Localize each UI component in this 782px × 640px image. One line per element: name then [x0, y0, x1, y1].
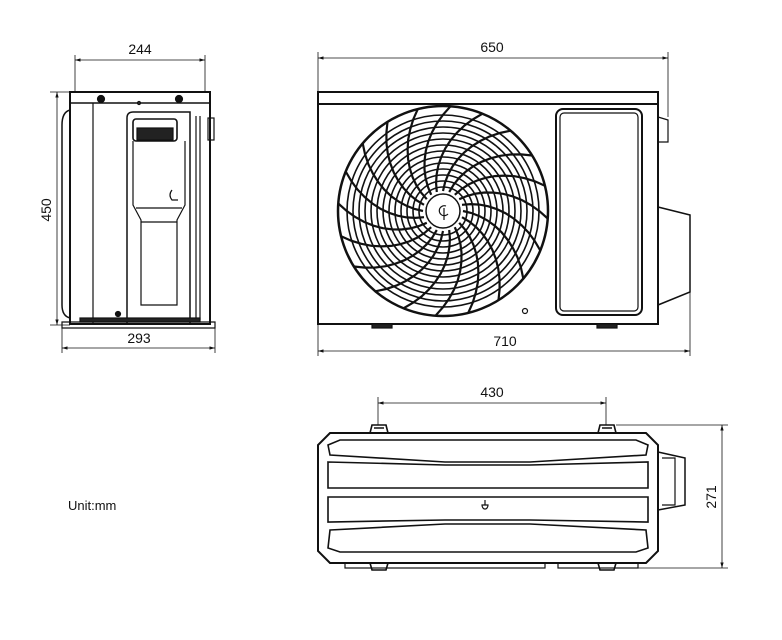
fan-grille-spoke [406, 108, 428, 200]
fan-grille-ring [352, 120, 534, 302]
fan-grille-ring [370, 138, 516, 284]
fan-grille-spoke [375, 230, 445, 293]
fan-hub [425, 193, 461, 229]
fan-grille-ring [406, 174, 480, 248]
unit-label: Unit:mm [68, 498, 117, 513]
dim-front-width-body: 650 [480, 39, 504, 55]
dim-side-depth-base: 293 [127, 330, 151, 346]
front-view [317, 91, 691, 329]
fan-grille-spoke [458, 191, 549, 220]
fan-grille-spoke [441, 129, 511, 192]
fan-grille-ring [394, 162, 492, 260]
top-view [317, 424, 686, 571]
fan-grille-ring [388, 156, 498, 266]
brand-logo-icon [438, 205, 449, 220]
fan-grille-spoke [337, 202, 428, 231]
top-dimensions [377, 397, 728, 569]
mount-foot [597, 562, 617, 571]
side-view [61, 91, 216, 329]
fan-grille-spoke [448, 153, 533, 193]
fan-grille-ring [376, 144, 510, 278]
fan-grille-ring [412, 180, 474, 242]
side-dimensions [50, 55, 216, 353]
fan-grille-spoke [454, 174, 546, 196]
dim-top-depth: 271 [703, 485, 719, 509]
mount-foot [597, 424, 617, 434]
fan-grille-ring [400, 168, 486, 254]
fan-grille-spoke [461, 216, 501, 301]
fan-grille-spoke [434, 112, 484, 193]
fan-grille-spoke [353, 229, 438, 269]
fan-grille-spoke [423, 105, 452, 196]
dim-mount-hole-spacing: 430 [480, 384, 504, 400]
fan-grille-rim [336, 104, 550, 318]
fan-grille-spoke [461, 202, 542, 252]
dim-front-width-total: 710 [493, 333, 517, 349]
fan-grille-spoke [402, 229, 452, 310]
fan-grille-ring [364, 132, 522, 290]
dim-side-depth-top: 244 [128, 41, 152, 57]
fan-grille-spoke [458, 222, 480, 314]
fan-grille-spoke [462, 209, 525, 279]
front-dimensions [317, 52, 691, 356]
dim-height: 450 [38, 198, 54, 222]
fan-grille [336, 104, 550, 318]
fan-grille-ring [358, 126, 528, 296]
fan-grille-spoke [434, 226, 463, 317]
mount-foot [369, 424, 389, 434]
fan-grille-spoke [344, 170, 425, 220]
drain-icon [481, 500, 489, 510]
fan-grille-spoke [385, 121, 425, 206]
fan-grille-spoke [361, 143, 424, 213]
fan-grille-spoke [340, 226, 432, 248]
mount-foot [369, 562, 389, 571]
